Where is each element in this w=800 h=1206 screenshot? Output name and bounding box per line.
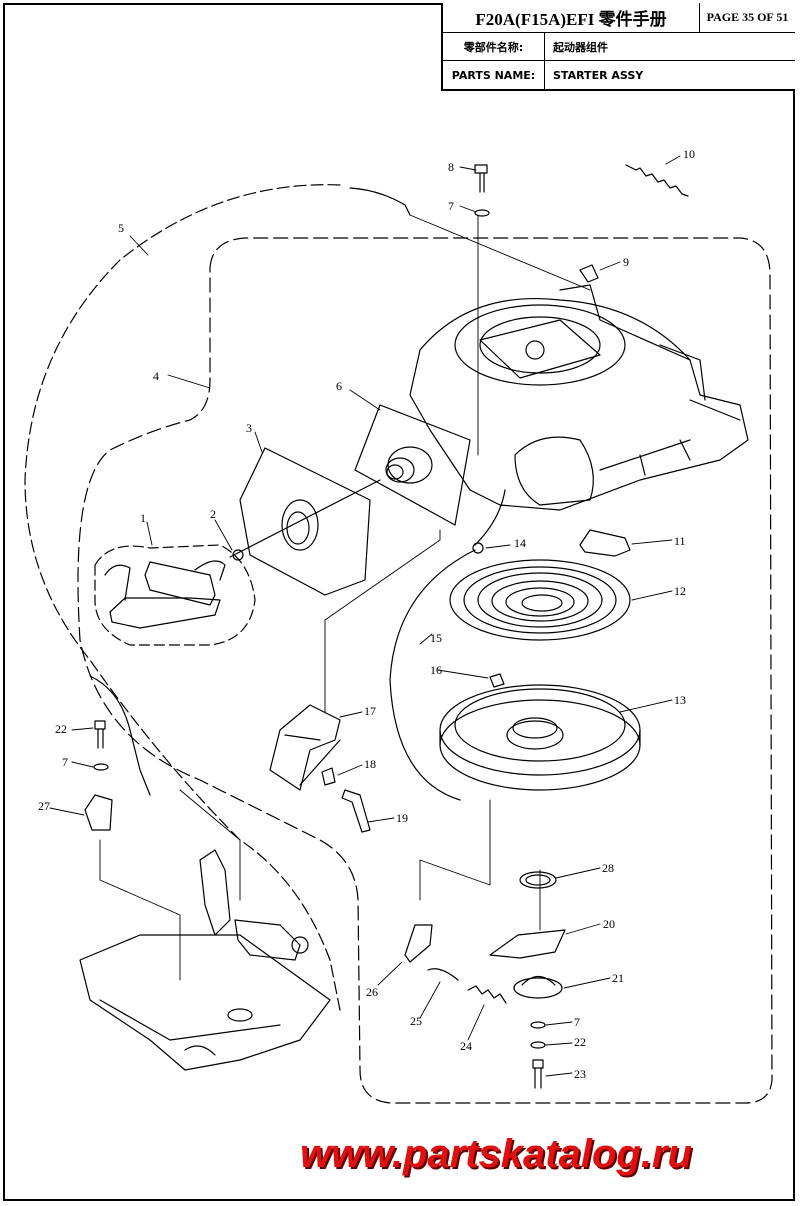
part-6-plate xyxy=(354,404,471,526)
part-25-clip xyxy=(427,968,459,981)
part-20-plate xyxy=(489,929,566,959)
callout-14: 14 xyxy=(514,536,526,550)
callout-21: 21 xyxy=(612,971,624,985)
cable-path-5 xyxy=(24,184,341,1011)
rope-part-2 xyxy=(229,479,381,558)
callout-26: 26 xyxy=(366,985,378,999)
callout-11: 11 xyxy=(674,534,686,548)
part-15-rope xyxy=(389,549,476,801)
watermark: www.partskatalog.ru xyxy=(300,1132,692,1176)
callout-17: 17 xyxy=(364,704,376,718)
document-title: F20A(F15A)EFI 零件手册 xyxy=(475,10,667,29)
drawing-frame xyxy=(3,3,795,1201)
callout-22b: 22 xyxy=(574,1035,586,1049)
callout-20: 20 xyxy=(603,917,615,931)
callout-8: 8 xyxy=(448,160,454,174)
part-24-spring xyxy=(467,985,507,1004)
reference-lines xyxy=(99,214,591,981)
handle-boundary xyxy=(94,544,256,646)
part-5-cable xyxy=(349,187,411,216)
cn-name-row: 零部件名称: 起动器组件 xyxy=(443,33,795,61)
callout-28: 28 xyxy=(602,861,614,875)
part-12-spring xyxy=(449,559,631,641)
callout-leaders xyxy=(49,155,681,1077)
part-21-cap-top xyxy=(521,975,556,986)
part-11-lever xyxy=(579,529,631,557)
part-28-ring xyxy=(519,871,557,889)
callout-23: 23 xyxy=(574,1067,586,1081)
callout-24: 24 xyxy=(460,1039,472,1053)
callout-9: 9 xyxy=(623,255,629,269)
assembly-boundary-4 xyxy=(77,237,773,1104)
callout-15: 15 xyxy=(430,631,442,645)
title-row: F20A(F15A)EFI 零件手册 PAGE 35 OF 51 xyxy=(443,3,795,33)
callout-12: 12 xyxy=(674,584,686,598)
callout-3: 3 xyxy=(246,421,252,435)
part-14-knot xyxy=(472,542,484,554)
fasteners xyxy=(84,164,599,1089)
callout-labels: 1 2 3 4 5 6 7 8 9 10 11 12 13 14 15 16 1… xyxy=(38,147,695,1081)
callout-19: 19 xyxy=(396,811,408,825)
callout-16: 16 xyxy=(430,663,442,677)
page-number: PAGE 35 OF 51 xyxy=(699,3,795,32)
callout-7b: 7 xyxy=(62,755,68,769)
part-14-rope-end xyxy=(474,489,506,546)
callout-4: 4 xyxy=(153,369,159,383)
callout-18: 18 xyxy=(364,757,376,771)
part-13-reel xyxy=(439,684,641,791)
callout-25: 25 xyxy=(410,1014,422,1028)
part-3-cover xyxy=(239,447,371,596)
part-26-pawl xyxy=(404,924,433,963)
en-name-value: STARTER ASSY xyxy=(553,68,644,82)
en-name-row: PARTS NAME: STARTER ASSY xyxy=(443,61,795,89)
callout-5: 5 xyxy=(118,221,124,235)
callout-10: 10 xyxy=(683,147,695,161)
engine-assembly xyxy=(79,849,331,1071)
callout-7a: 7 xyxy=(448,199,454,213)
title-block: F20A(F15A)EFI 零件手册 PAGE 35 OF 51 零部件名称: … xyxy=(441,3,795,91)
part-5-cable-lower xyxy=(89,675,151,796)
part-1-handle xyxy=(104,560,226,629)
cn-name-label: 零部件名称: xyxy=(443,33,545,60)
part-10-spring xyxy=(625,164,689,197)
en-name-label: PARTS NAME: xyxy=(443,61,545,89)
part-2-grommet xyxy=(232,549,244,561)
callout-27: 27 xyxy=(38,799,50,813)
part-21-cap xyxy=(513,977,563,999)
starter-housing xyxy=(409,284,749,511)
callout-1: 1 xyxy=(140,511,146,525)
part-17-bracket xyxy=(269,704,341,791)
callout-13: 13 xyxy=(674,693,686,707)
cn-name-value: 起动器组件 xyxy=(553,40,608,54)
callout-7c: 7 xyxy=(574,1015,580,1029)
callout-22a: 22 xyxy=(55,722,67,736)
callout-2: 2 xyxy=(210,507,216,521)
callout-6: 6 xyxy=(336,379,342,393)
part-19-hose xyxy=(341,789,371,833)
